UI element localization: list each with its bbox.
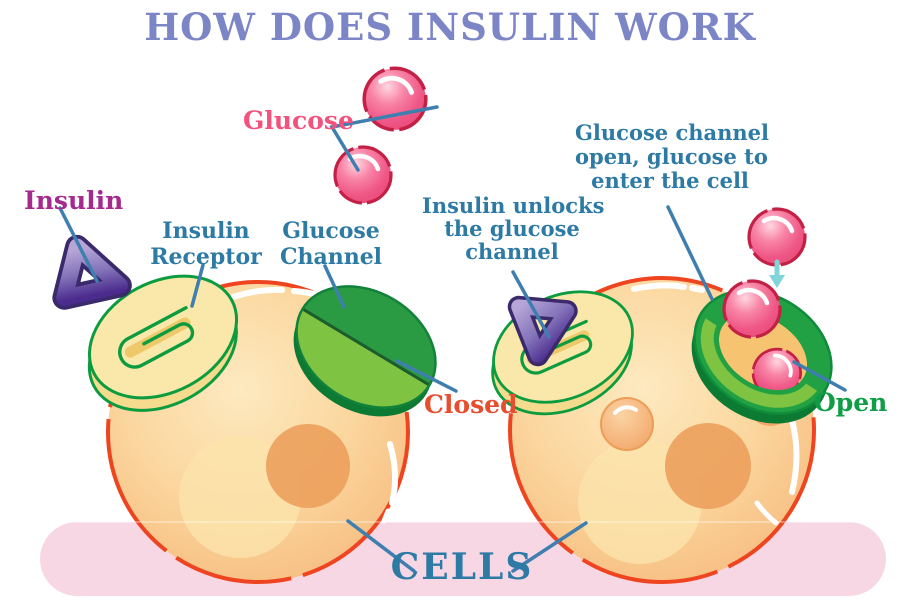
closed-pointer-line — [395, 359, 458, 393]
channel-open-label-line: Glucose channel — [575, 120, 770, 145]
glucose-label: Glucose — [243, 106, 354, 135]
docked-insulin-triangle — [507, 295, 578, 367]
channel-pointer-line — [323, 264, 346, 309]
right-cell-highlight — [789, 417, 800, 495]
insulin-triangle — [52, 234, 132, 310]
vesicle-highlight — [613, 405, 638, 415]
left-cell-highlight — [387, 441, 398, 506]
glucose-pointer-line — [329, 105, 439, 172]
closed-status-label: Closed — [424, 390, 518, 419]
left-cell-highlight — [230, 286, 285, 300]
glucose-channel-label-line: Glucose — [282, 218, 380, 244]
insulin-unlocks-label-line: channel — [465, 239, 559, 264]
insulin-pointer-line — [58, 206, 99, 283]
insulin-unlocks-label-line: the glucose — [444, 216, 580, 241]
down-arrow-icon — [769, 259, 785, 288]
closed-glucose-channel — [293, 285, 437, 417]
insulin-label: Insulin — [24, 186, 124, 215]
open-channel-pointer-line — [666, 205, 714, 301]
insulin-unlocks-label-line: Insulin unlocks — [422, 193, 605, 218]
right-cell-highlight — [631, 282, 687, 292]
left-cell-nucleus — [266, 424, 350, 508]
channel-open-label-line: enter the cell — [591, 168, 749, 193]
unlock-pointer-line — [511, 270, 551, 339]
glucose-sphere — [335, 147, 391, 203]
insulin-receptor-label: Insulin Receptor — [141, 218, 271, 270]
pointer-lines — [58, 105, 847, 573]
insulin-receptor-label-line: Receptor — [150, 244, 262, 270]
glucose-channel-label: Glucose Channel — [266, 218, 396, 270]
receptor-pointer-line — [190, 263, 205, 308]
page-title: HOW DOES INSULIN WORK — [144, 5, 756, 49]
cells-label: CELLS — [390, 546, 534, 588]
open-pointer-line — [792, 360, 847, 392]
glucose-sphere — [749, 209, 805, 265]
cells-right-pointer-line — [511, 521, 588, 573]
right-cell-highlight — [689, 285, 705, 293]
insulin-unlocks-label: Insulin unlocks the glucose channel — [422, 193, 605, 264]
channel-open-label-line: open, glucose to — [575, 144, 768, 169]
right-cell-vesicle — [600, 397, 654, 451]
glucose-channel-label-line: Channel — [279, 244, 383, 270]
glucose-sphere-entering — [724, 281, 780, 337]
open-status-label: Open — [814, 388, 888, 417]
cells-left-pointer-line — [346, 519, 416, 573]
left-cell-highlight — [381, 508, 391, 524]
right-cell-nucleus — [665, 423, 751, 509]
channel-open-label: Glucose channel open, glucose to enter t… — [575, 120, 770, 193]
insulin-receptor-label-line: Insulin — [162, 218, 250, 244]
